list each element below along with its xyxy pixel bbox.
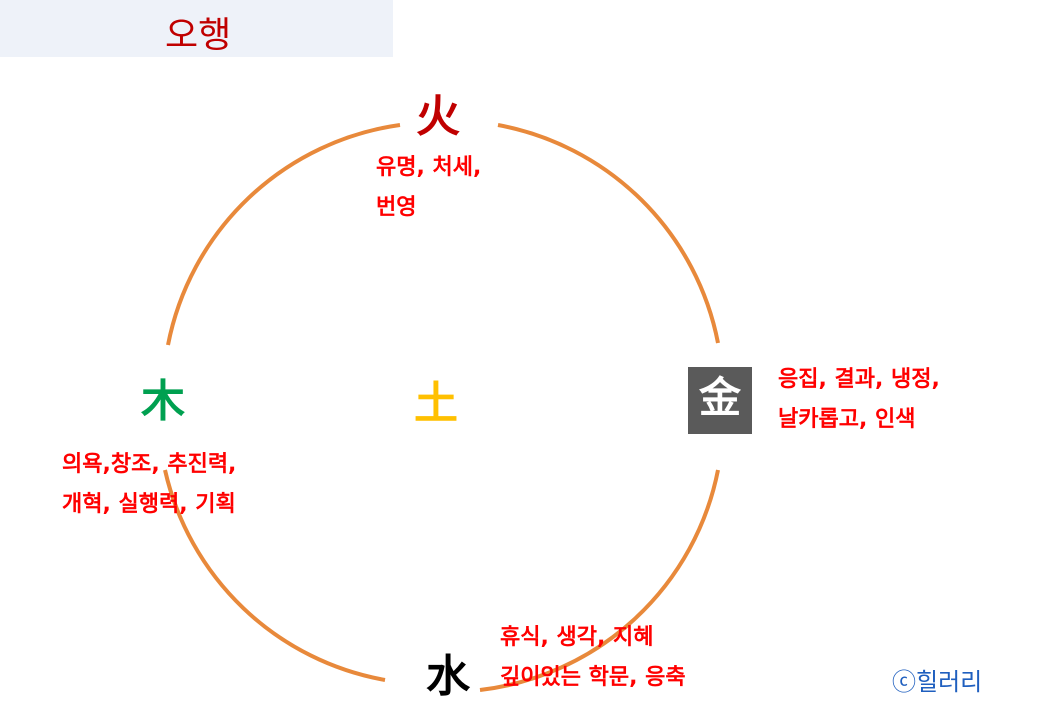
wood-description-line-2: 개혁, 실행력, 기획	[62, 492, 236, 517]
water-description: 휴식, 생각, 지혜 깊이있는 학문, 응축	[500, 618, 686, 698]
arc-water-to-wood	[163, 469, 386, 682]
metal-description-line-1: 응집, 결과, 냉정,	[778, 367, 940, 392]
wood-description: 의욕,창조, 추진력, 개혁, 실행력, 기획	[62, 445, 236, 525]
fire-character: 火	[416, 91, 460, 142]
wood-description-line-1: 의욕,창조, 추진력,	[62, 452, 237, 477]
fire-description-line-2: 번영	[376, 195, 417, 220]
metal-description-line-2: 날카롭고, 인색	[778, 407, 916, 432]
fire-description-line-1: 유명, 처세,	[376, 155, 482, 180]
water-description-line-1: 휴식, 생각, 지혜	[500, 625, 654, 650]
wood-character: 木	[141, 376, 185, 427]
metal-box: 金	[688, 367, 752, 434]
copyright-label: ⓒ힐러리	[892, 668, 983, 696]
arc-fire-to-metal	[497, 123, 720, 344]
arc-metal-to-water	[479, 469, 720, 692]
earth-character: 土	[414, 378, 458, 429]
arc-wood-to-fire	[166, 123, 401, 346]
fire-description: 유명, 처세, 번영	[376, 148, 481, 228]
metal-character: 金	[698, 373, 741, 422]
diagram-title: 오행	[165, 15, 232, 56]
metal-description: 응집, 결과, 냉정, 날카롭고, 인색	[778, 360, 940, 440]
title-box: 오행	[0, 0, 393, 57]
water-description-line-2: 깊이있는 학문, 응축	[500, 665, 686, 690]
water-character: 水	[426, 651, 470, 702]
